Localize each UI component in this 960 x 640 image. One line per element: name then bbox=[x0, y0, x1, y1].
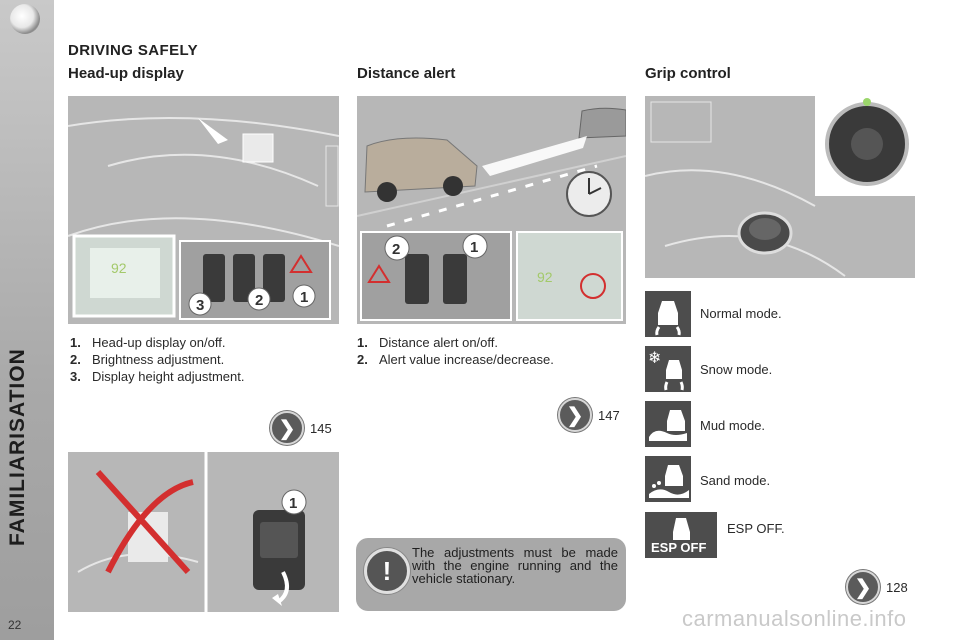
grip-control-heading: Grip control bbox=[645, 65, 731, 82]
warning-note: ! The adjustments must be made with the … bbox=[356, 538, 626, 611]
head-up-heading: Head-up display bbox=[68, 65, 184, 82]
list-item: 2.Brightness adjustment. bbox=[70, 352, 225, 367]
chapter-title: FAMILIARISATION bbox=[6, 348, 29, 546]
chapter-logo-icon bbox=[10, 4, 40, 34]
list-item: 1.Head-up display on/off. bbox=[70, 335, 226, 350]
head-up-display-reading: 92 bbox=[111, 260, 127, 276]
mode-label-normal: Normal mode. bbox=[700, 306, 782, 321]
mud-mode-icon bbox=[645, 401, 691, 447]
note-text: The adjustments must be made with the en… bbox=[412, 545, 618, 586]
distance-alert-illustration: 2 1 92 bbox=[357, 96, 626, 324]
exclamation-icon: ! bbox=[364, 548, 410, 594]
head-up-list: 1.Head-up display on/off. 2.Brightness a… bbox=[70, 334, 244, 385]
watermark: carmanualsonline.info bbox=[682, 606, 907, 631]
list-item: 2.Alert value increase/decrease. bbox=[357, 352, 554, 367]
page-ref-147[interactable]: ❯ 147 bbox=[558, 398, 620, 432]
normal-mode-icon bbox=[645, 291, 691, 337]
mode-label-snow: Snow mode. bbox=[700, 362, 773, 377]
mode-label-mud: Mud mode. bbox=[700, 418, 766, 433]
list-item: 3.Display height adjustment. bbox=[70, 369, 245, 384]
callout-1: 1 bbox=[300, 289, 308, 306]
lower-illustration: 1 bbox=[68, 452, 339, 612]
callout-2: 2 bbox=[392, 241, 400, 258]
chevron-right-icon: ❯ bbox=[558, 398, 592, 432]
sidebar: FAMILIARISATION 22 bbox=[0, 0, 54, 640]
esp-off-icon: ESP OFF bbox=[645, 512, 717, 558]
callout-1: 1 bbox=[470, 239, 478, 256]
callout-3: 3 bbox=[196, 297, 204, 314]
distance-alert-list: 1.Distance alert on/off. 2.Alert value i… bbox=[357, 334, 554, 368]
mode-label-sand: Sand mode. bbox=[700, 473, 771, 488]
mode-label-esp-off: ESP OFF. bbox=[727, 521, 785, 536]
section-title: DRIVING SAFELY bbox=[68, 42, 199, 59]
chevron-right-icon: ❯ bbox=[270, 411, 304, 445]
sand-mode-icon bbox=[645, 456, 691, 502]
callout-1: 1 bbox=[289, 495, 297, 512]
page-ref-145[interactable]: ❯ 145 bbox=[270, 411, 332, 445]
distance-display-reading: 92 bbox=[537, 269, 553, 285]
snow-mode-icon: ❄ bbox=[645, 346, 691, 392]
grip-control-illustration bbox=[645, 96, 915, 278]
distance-alert-heading: Distance alert bbox=[357, 65, 456, 82]
svg-text:❄: ❄ bbox=[648, 348, 661, 367]
page-ref-128[interactable]: ❯ 128 bbox=[846, 570, 908, 604]
callout-2: 2 bbox=[255, 292, 263, 309]
chevron-right-icon: ❯ bbox=[846, 570, 880, 604]
list-item: 1.Distance alert on/off. bbox=[357, 335, 498, 350]
page-number: 22 bbox=[8, 618, 22, 632]
head-up-illustration: 92 3 2 1 bbox=[68, 96, 339, 324]
